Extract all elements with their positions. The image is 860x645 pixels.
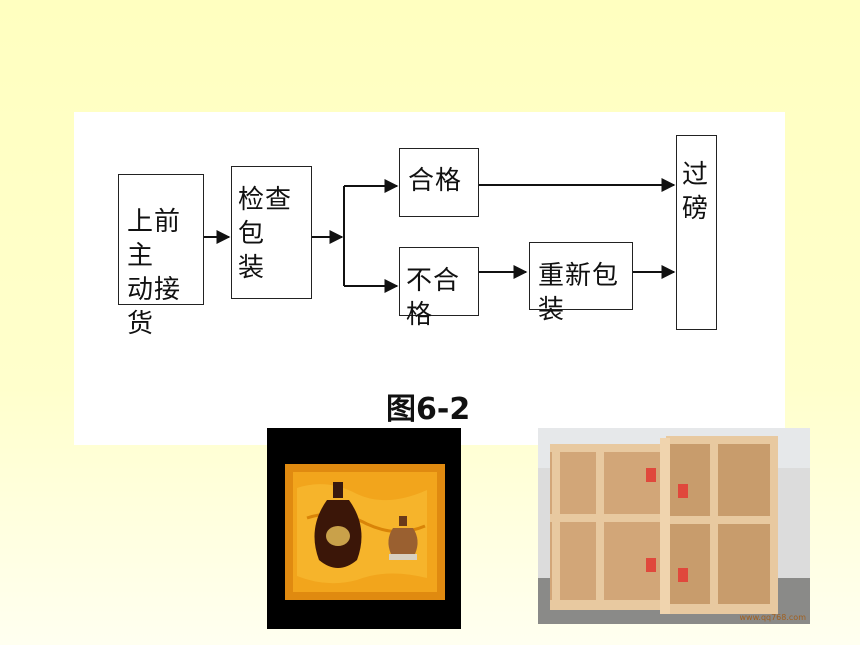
fail-box: 不合格 — [399, 247, 479, 330]
figure-caption: 图6-2 — [386, 392, 471, 427]
photo-watermark: www.qq768.com — [739, 613, 807, 622]
wooden-crate-photo: www.qq768.com — [538, 428, 810, 624]
weigh-line-1: 过 — [682, 160, 710, 190]
weigh-line-2: 磅 — [682, 194, 710, 224]
gift-box-photo — [267, 428, 461, 629]
start-box: 上前主 动接货 — [118, 174, 204, 339]
flow-connectors — [204, 178, 676, 293]
inspect-line-1: 检查包 — [238, 185, 293, 249]
crate-illustration — [538, 428, 810, 624]
repack-box: 重新包装 — [529, 242, 633, 325]
flow-diagram-panel: 上前主 动接货 检查包 装 合格 不合格 重新包装 过 磅 图6-2 — [74, 112, 785, 445]
pass-box: 合格 — [399, 148, 479, 217]
start-line-1: 上前主 — [127, 207, 182, 271]
inspect-box: 检查包 装 — [231, 166, 312, 299]
gift-box-illustration — [285, 464, 445, 600]
fail-label: 不合格 — [406, 266, 461, 330]
pass-label: 合格 — [408, 166, 463, 196]
inspect-line-2: 装 — [238, 253, 266, 283]
start-line-2: 动接货 — [127, 275, 182, 339]
repack-label: 重新包装 — [538, 261, 620, 325]
weigh-box: 过 磅 — [676, 135, 717, 330]
